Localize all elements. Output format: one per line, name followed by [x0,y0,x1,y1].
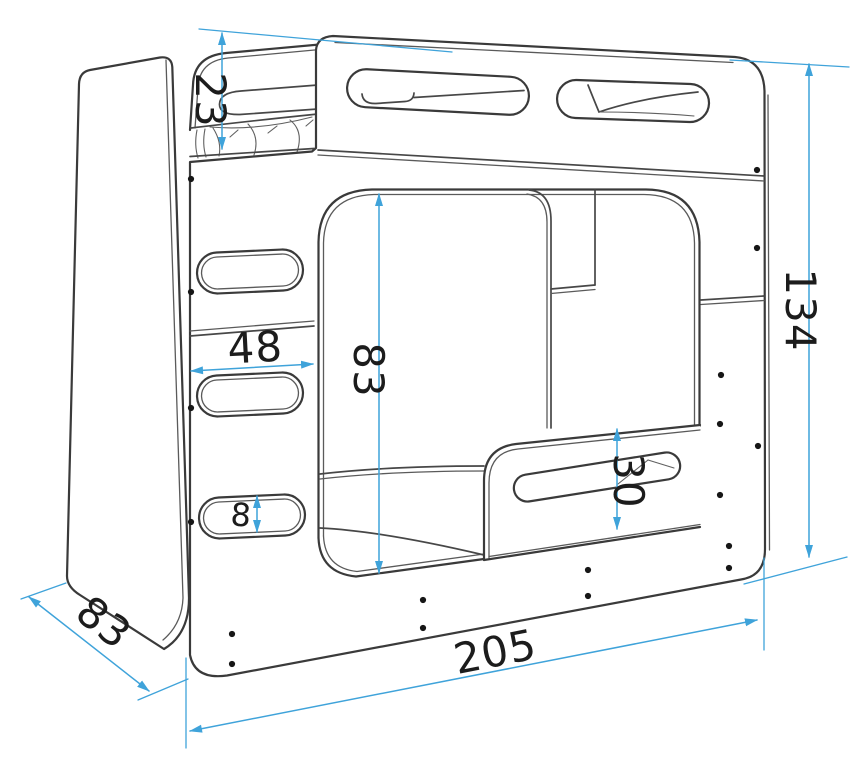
upper-rail-slot-left [345,68,531,116]
upper-rail-slot-right [555,78,711,124]
dimension-line [189,618,758,733]
dimension-line [28,596,150,692]
guard-rail-bottom-line [317,149,765,177]
ladder-rung-bottom [197,493,307,540]
ladder-divider [189,325,315,337]
ladder-rung-top [195,248,305,295]
dimension-label-lower-rail-height: 30 [604,453,653,508]
bed-opening [317,188,701,578]
dimension-label-overall-height: 134 [776,268,825,351]
left-end-panel [65,56,191,651]
platform-top-line [189,147,315,158]
right-column-divider [700,295,765,301]
dimension-lower-rail-height: 30 [604,428,653,530]
lower-rail-slot [512,451,682,503]
extension-line-bottom [743,556,848,585]
dimension-overall-height: 134 [729,59,850,585]
extension-line-top [20,582,67,600]
lower-platform-edge [319,527,485,556]
extension-line [198,28,453,53]
extension-line-top [729,59,850,68]
opening-interior [319,189,596,556]
dimension-label-ladder-width: 48 [226,322,284,374]
extension-line-bottom [137,678,189,701]
dimension-upper-rail-height: 23 [186,28,453,150]
back-post [528,189,552,429]
ladder-rung-middle [195,371,305,418]
top-edge-inner-line [334,41,734,64]
dimension-line [190,360,314,375]
dimension-label-opening-height: 83 [344,342,393,397]
dimension-label-upper-rail-height: 23 [186,72,235,127]
dimension-ladder-width: 48 [190,322,314,375]
right-end-panel-edge [767,94,771,551]
lower-mattress-edge [319,465,485,475]
lower-guard-rail [482,423,702,562]
dimension-rung-height: 8 [229,495,261,535]
dimension-opening-height: 83 [344,193,393,574]
dimension-label-rung-height: 8 [229,495,252,534]
